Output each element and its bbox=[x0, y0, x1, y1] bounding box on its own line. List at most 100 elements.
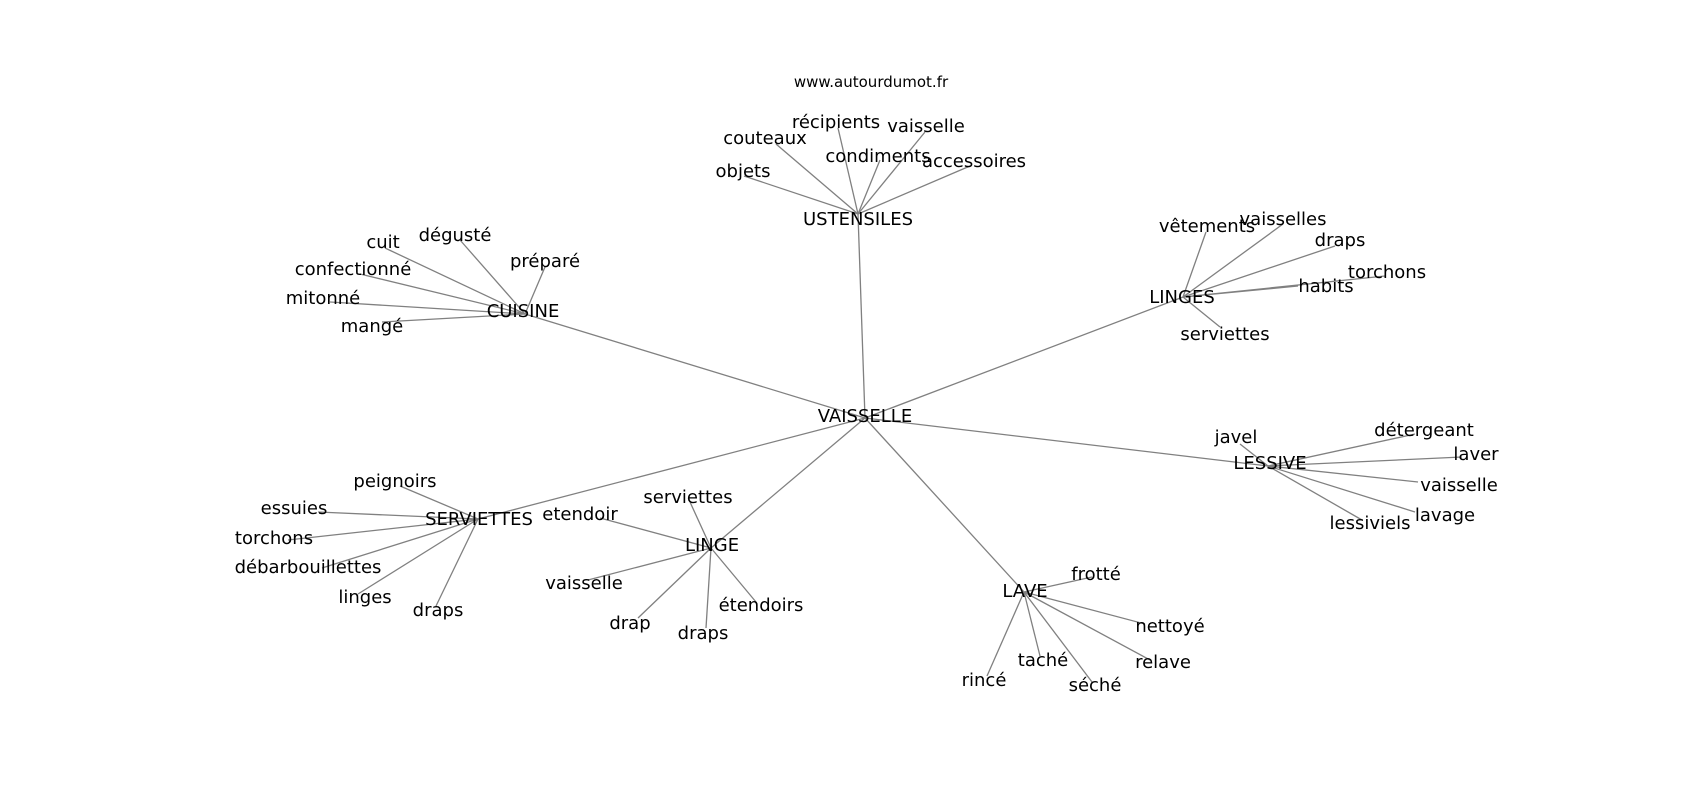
edge-serviettes-debarbouillettes bbox=[321, 518, 479, 569]
word-node-linge-draps: draps bbox=[677, 623, 729, 644]
edge-cuisine-mange bbox=[381, 313, 526, 323]
edge-lave-relave bbox=[1023, 591, 1151, 661]
word-node-lave-rince: rincé bbox=[961, 670, 1007, 691]
word-node-serviettes-essuies: essuies bbox=[260, 498, 328, 519]
edge-ustensiles-vaisselle bbox=[857, 131, 926, 215]
hub-node-linges: LINGES bbox=[1149, 287, 1215, 308]
word-node-lave-frotte: frotté bbox=[1071, 564, 1121, 585]
center-node: VAISSELLE bbox=[817, 406, 913, 427]
word-node-lave-seche: séché bbox=[1068, 675, 1122, 696]
edge-linge-etendoirs bbox=[710, 547, 757, 603]
edge-cuisine-deguste bbox=[459, 239, 526, 315]
word-node-lessive-javel: javel bbox=[1214, 427, 1258, 448]
edge-linge-drap bbox=[637, 547, 712, 619]
edge-cuisine-prepare bbox=[524, 266, 546, 315]
edge-lessive-detergeant bbox=[1267, 433, 1416, 467]
word-node-serviettes-peignoirs: peignoirs bbox=[353, 471, 437, 492]
word-node-serviettes-linges: linges bbox=[338, 587, 392, 608]
word-node-lessive-detergeant: détergeant bbox=[1374, 420, 1474, 441]
edge-cuisine-mitonne bbox=[329, 301, 526, 315]
edge-linge-etendoir bbox=[599, 517, 712, 549]
edge-ustensiles-couteaux bbox=[775, 143, 859, 215]
edge-cuisine-cuit bbox=[384, 247, 526, 315]
word-node-ustensiles-objets: objets bbox=[715, 161, 771, 182]
word-node-lessive-laver: laver bbox=[1453, 444, 1499, 465]
word-node-cuisine-confectionne: confectionné bbox=[294, 259, 412, 280]
word-node-ustensiles-vaisselle: vaisselle bbox=[887, 116, 965, 137]
word-node-ustensiles-condiments: condiments bbox=[825, 146, 931, 167]
hub-node-serviettes: SERVIETTES bbox=[425, 509, 533, 530]
edge-ustensiles-condiments bbox=[857, 159, 881, 215]
word-node-linge-vaisselle: vaisselle bbox=[545, 573, 623, 594]
edge-linges-habits bbox=[1182, 285, 1299, 298]
edge-lave-rince bbox=[986, 591, 1025, 677]
word-node-ustensiles-couteaux: couteaux bbox=[723, 128, 807, 149]
edge-cuisine-confectionne bbox=[359, 273, 526, 315]
edge-center-serviettes bbox=[477, 417, 866, 520]
edge-lessive-javel bbox=[1239, 443, 1269, 467]
word-node-cuisine-deguste: dégusté bbox=[418, 225, 492, 246]
edge-lave-tache bbox=[1023, 591, 1041, 657]
edge-serviettes-essuies bbox=[317, 511, 479, 520]
edge-lave-seche bbox=[1023, 591, 1093, 683]
edge-linges-vaisselles bbox=[1182, 223, 1284, 298]
site-watermark: www.autourdumot.fr bbox=[793, 73, 949, 91]
word-node-serviettes-draps: draps bbox=[412, 600, 464, 621]
word-node-linges-vetements: vêtements bbox=[1158, 216, 1256, 237]
word-node-linge-drap: drap bbox=[609, 613, 651, 634]
word-node-cuisine-prepare: préparé bbox=[509, 251, 581, 272]
edge-linge-draps bbox=[705, 547, 712, 629]
word-node-linges-habits: habits bbox=[1298, 276, 1354, 297]
edge-lessive-lessiviels bbox=[1267, 465, 1363, 521]
edge-serviettes-torchons bbox=[287, 518, 479, 541]
word-node-lessive-lavage: lavage bbox=[1414, 505, 1476, 526]
word-node-ustensiles-recipients: récipients bbox=[791, 112, 881, 133]
edge-center-linge bbox=[710, 417, 866, 549]
hub-node-ustensiles: USTENSILES bbox=[803, 209, 913, 230]
edge-lessive-lavage bbox=[1267, 465, 1416, 513]
word-node-cuisine-cuit: cuit bbox=[366, 232, 400, 253]
edge-lave-frotte bbox=[1023, 576, 1093, 593]
word-node-linges-serviettes: serviettes bbox=[1180, 324, 1270, 345]
edge-linges-serviettes bbox=[1182, 296, 1221, 328]
edge-center-ustensiles bbox=[857, 213, 866, 419]
edge-center-lessive bbox=[864, 417, 1269, 467]
edge-ustensiles-recipients bbox=[837, 127, 859, 215]
edge-linge-vaisselle bbox=[587, 547, 712, 581]
word-node-linges-torchons: torchons bbox=[1347, 262, 1427, 283]
edge-serviettes-peignoirs bbox=[399, 485, 479, 520]
edge-center-lave bbox=[864, 417, 1025, 593]
hub-node-linge: LINGE bbox=[684, 535, 740, 556]
edge-linges-vetements bbox=[1182, 231, 1207, 298]
edge-ustensiles-objets bbox=[743, 175, 859, 215]
word-node-linges-vaisselles: vaisselles bbox=[1239, 209, 1327, 230]
edge-center-linges bbox=[864, 296, 1184, 419]
word-node-lave-tache: taché bbox=[1017, 650, 1069, 671]
hub-node-lave: LAVE bbox=[1002, 581, 1048, 602]
word-node-cuisine-mange: mangé bbox=[340, 316, 404, 337]
word-node-linge-serviettes: serviettes bbox=[643, 487, 733, 508]
hub-node-lessive: LESSIVE bbox=[1233, 453, 1307, 474]
word-node-serviettes-debarbouillettes: débarbouillettes bbox=[234, 557, 382, 578]
word-node-serviettes-torchons: torchons bbox=[234, 528, 314, 549]
edge-linges-draps bbox=[1182, 245, 1336, 298]
word-node-linges-draps: draps bbox=[1314, 230, 1366, 251]
word-node-cuisine-mitonne: mitonné bbox=[285, 288, 361, 309]
word-node-lave-relave: relave bbox=[1135, 652, 1191, 673]
edge-linge-serviettes bbox=[689, 501, 712, 549]
edge-lessive-laver bbox=[1267, 456, 1463, 467]
word-node-lessive-lessiviels: lessiviels bbox=[1329, 513, 1411, 534]
word-node-lave-nettoye: nettoyé bbox=[1135, 616, 1205, 637]
edge-center-cuisine bbox=[524, 313, 866, 419]
hub-node-cuisine: CUISINE bbox=[486, 301, 560, 322]
word-node-lessive-vaisselle: vaisselle bbox=[1420, 475, 1498, 496]
word-node-linge-etendoir: etendoir bbox=[542, 504, 618, 525]
edge-serviettes-linges bbox=[357, 518, 479, 595]
edge-lave-nettoye bbox=[1023, 591, 1146, 625]
word-node-ustensiles-accessoires: accessoires bbox=[921, 151, 1027, 172]
edge-lessive-vaisselle bbox=[1267, 465, 1419, 483]
word-node-linge-etendoirs: étendoirs bbox=[718, 595, 804, 616]
edge-serviettes-draps bbox=[435, 518, 479, 607]
